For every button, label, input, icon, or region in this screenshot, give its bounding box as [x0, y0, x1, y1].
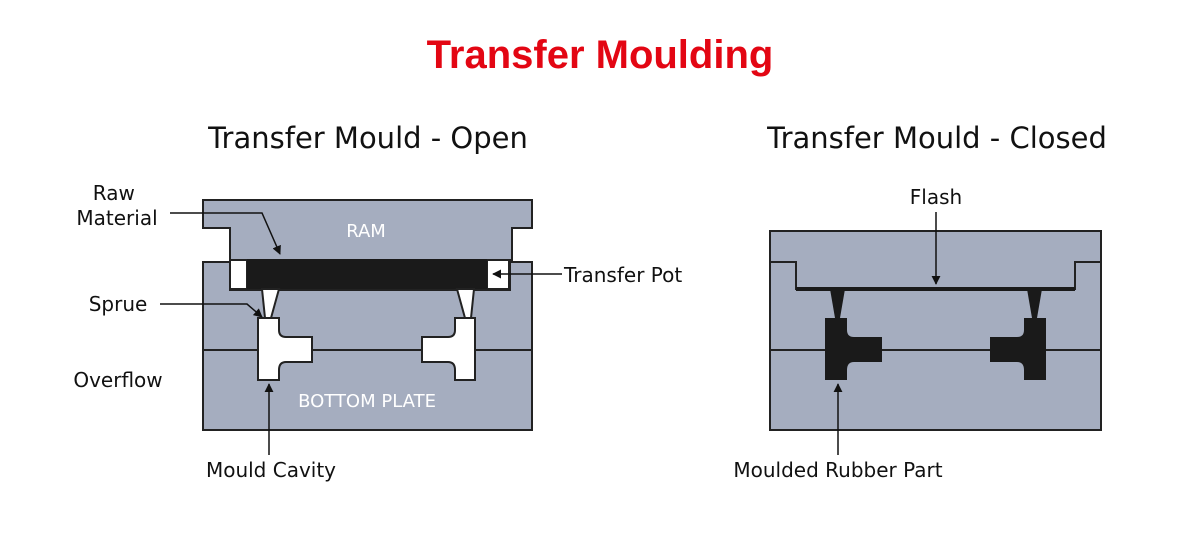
transfer-pot-gap-left: [229, 258, 248, 290]
raw-material-label: Raw Material: [76, 181, 157, 230]
mould-cavity-label: Mould Cavity: [206, 458, 336, 482]
closed-sprue-left: [830, 289, 845, 318]
closed-sprue-right: [1027, 289, 1042, 318]
mould-cavity-right: [421, 317, 476, 381]
flash-label: Flash: [910, 185, 962, 209]
raw-material-label-line2: Material: [76, 206, 157, 230]
ram-label: RAM: [346, 221, 386, 242]
page-title: Transfer Moulding: [427, 33, 774, 77]
moulded-rubber-part-right: [990, 318, 1046, 380]
overflow-label: Overflow: [73, 368, 162, 392]
bottom-plate-label: BOTTOM PLATE: [298, 391, 436, 412]
sprue-pointer: [160, 303, 263, 318]
raw-material: [247, 259, 487, 289]
open-mould-heading: Transfer Mould - Open: [207, 121, 528, 155]
raw-material-label-line1: Raw: [93, 181, 135, 205]
closed-mould: Transfer Mould - Closed Flash Moulded Ru…: [733, 121, 1106, 482]
sprue-label: Sprue: [89, 292, 148, 316]
closed-mould-heading: Transfer Mould - Closed: [766, 121, 1107, 155]
transfer-pot-label: Transfer Pot: [563, 263, 682, 287]
moulded-rubber-part-label: Moulded Rubber Part: [733, 458, 942, 482]
raw-material-pointer: [170, 212, 281, 255]
open-mould: Transfer Mould - Open RAM BOTTOM PLATE R…: [73, 121, 682, 482]
ram: [202, 199, 533, 261]
moulded-rubber-part-left: [825, 318, 882, 380]
mould-cavity-left: [257, 317, 313, 381]
